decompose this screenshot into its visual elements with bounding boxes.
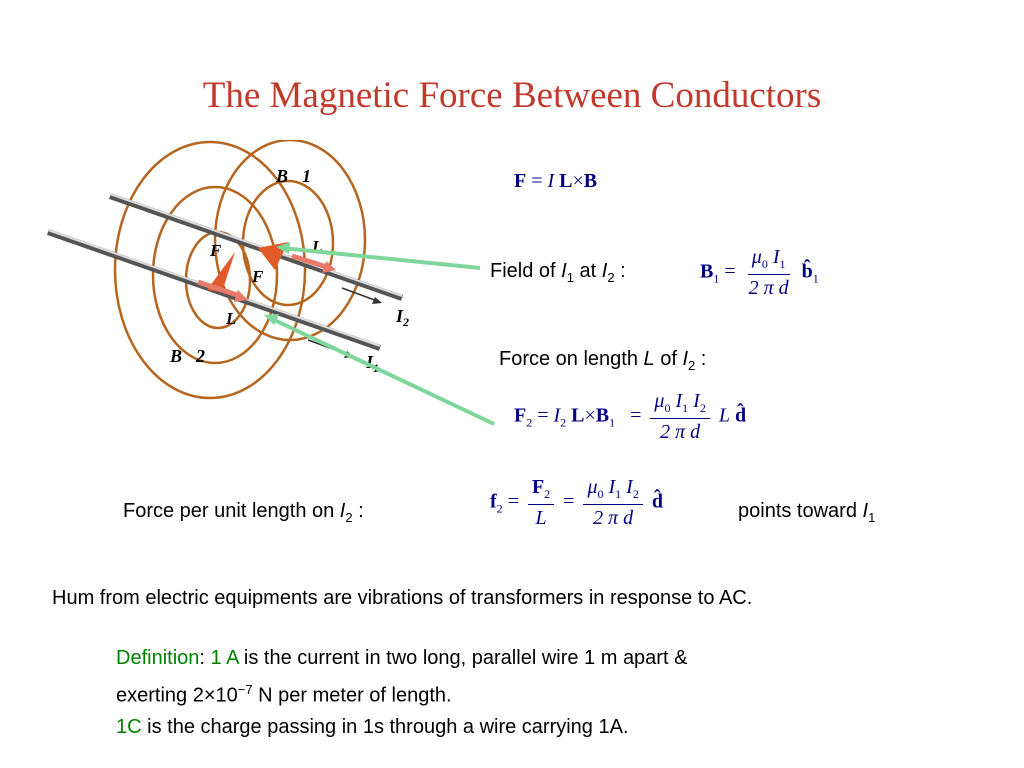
field-loop [213,140,367,342]
field-label: Field of I1 at I2 : [490,260,626,285]
length-vector-head [234,290,248,302]
definition-line-2: exerting 2×10−7 N per meter of length. [116,682,452,707]
definition-block: Definition: 1 A is the current in two lo… [116,643,687,743]
definition-line-1: Definition: 1 A is the current in two lo… [116,647,688,669]
length-vector-head [322,261,336,273]
per-length-label: Force per unit length on I2 : [123,500,364,525]
field-loop [113,140,307,400]
label-f-top: F⃗ [209,241,235,260]
current-arrow-2-head [372,297,382,304]
pointer-to-wire-1 [269,316,495,426]
label-f-bottom: F⃗ [251,267,277,286]
hum-note: Hum from electric equipments are vibrati… [52,587,753,609]
label-l-top: L [311,237,322,256]
wire-2-highlight [109,193,403,297]
label-b2: B⃗2 [169,346,205,366]
force-arrow-on-1 [207,252,235,292]
lorentz-equation: F = I L×B [514,170,598,192]
current-arrow-2 [341,287,381,303]
parallel-wires-figure: B⃗1 B⃗2 F⃗ F⃗ L L I2 I1 [47,140,409,400]
length-vector [291,253,331,271]
points-toward-label: points toward I1 [738,500,876,525]
pointer-head [264,314,279,325]
coulomb-line: 1C is the charge passing in 1s through a… [116,715,629,738]
length-vector [197,279,241,299]
pointer-to-wire-2 [281,246,481,270]
slide-title: The Magnetic Force Between Conductors [202,75,822,116]
label-i2: I2 [395,306,409,329]
field-loop [151,185,279,365]
wire-2 [109,193,403,301]
label-b1: B⃗1 [275,166,311,186]
force-label: Force on length L of I2 : [499,348,707,373]
pointer-head [276,242,290,254]
label-l-bottom: L [225,309,236,328]
